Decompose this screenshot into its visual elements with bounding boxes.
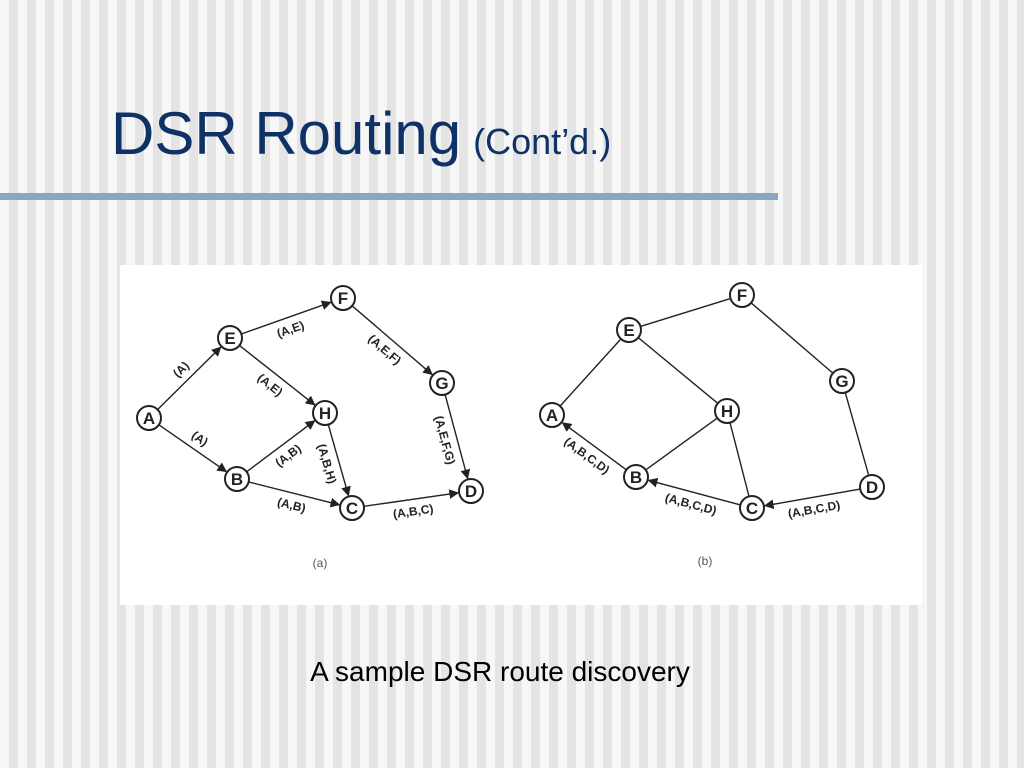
diagram-b-edge-label-d-c: (A,B,C,D) <box>787 498 841 521</box>
diagram-a-node-label: G <box>435 374 448 393</box>
diagram-a-edge-label-e-f: (A,E) <box>275 318 306 341</box>
diagram-b-edge-h-c <box>729 422 750 496</box>
diagram-b-node-label: G <box>835 372 848 391</box>
diagram-b-node-label: A <box>546 406 558 425</box>
diagram-b-edge-c-b <box>647 477 741 506</box>
diagram-b-edge-label-c-b: (A,B,C,D) <box>664 491 719 518</box>
diagram-a-label: (a) <box>313 556 328 570</box>
diagram-a-node-d: D <box>458 478 484 504</box>
slide-title: DSR Routing(Cont’d.) <box>111 104 611 164</box>
diagram-a-node-c: C <box>339 495 365 521</box>
diagram-a-edge-label-f-g: (A,E,F) <box>365 332 403 368</box>
diagram-a-edge-label-a-b: (A) <box>189 428 211 449</box>
diagram-a-edge-b-h <box>246 420 316 473</box>
diagram-b-node-label: H <box>721 402 733 421</box>
diagram-b-edge-b-a <box>561 422 627 471</box>
diagram-a-node-label: F <box>338 289 348 308</box>
diagram-a-node-label: A <box>143 409 155 428</box>
diagram-b-edge-h-b <box>646 417 718 470</box>
diagram-a-node-label: D <box>465 482 477 501</box>
diagram-b-node-label: F <box>737 286 747 305</box>
diagram-a-edge-f-g <box>351 305 433 376</box>
diagram-b-edge-e-f <box>640 298 730 328</box>
diagram-a-edge-e-f <box>241 300 332 335</box>
title-sub: (Cont’d.) <box>473 121 612 162</box>
diagram-b-edge-g-d <box>844 392 870 475</box>
diagram-a-node-label: E <box>224 329 235 348</box>
diagram-a-node-e: E <box>217 325 243 351</box>
diagram-a-edge-a-e <box>157 346 222 411</box>
diagram-b-node-label: C <box>746 499 758 518</box>
diagram-a-edge-e-h <box>238 344 316 406</box>
diagram-b-node-e: E <box>616 317 642 343</box>
diagram-a-edge-label-a-e: (A) <box>170 359 192 381</box>
diagram-b-node-f: F <box>729 282 755 308</box>
diagram-b-node-a: A <box>539 402 565 428</box>
route-discovery-figure: (A)(A)(A,E)(A,E)(A,B)(A,B)(A,E,F)(A,B,H)… <box>120 265 922 605</box>
diagram-a-edge-h-c <box>327 424 351 497</box>
diagram-b-node-g: G <box>829 368 855 394</box>
diagram-a-edge-label-b-c: (A,B) <box>276 495 307 516</box>
diagram-b-node-label: D <box>866 478 878 497</box>
diagram-a-node-label: B <box>231 470 243 489</box>
diagram-b-edge-d-c <box>763 488 861 510</box>
diagram-a-node-f: F <box>330 285 356 311</box>
diagram-a-edge-c-d <box>363 489 460 507</box>
diagram-b-edge-a-e <box>559 339 621 407</box>
title-underline <box>0 193 778 200</box>
diagram-b-node-d: D <box>859 474 885 500</box>
diagram-a-edge-label-c-d: (A,B,C) <box>392 502 434 522</box>
diagram-b-label: (b) <box>698 554 713 568</box>
diagram-a-node-b: B <box>224 466 250 492</box>
diagram-a-edge-b-c <box>248 481 341 508</box>
diagram-a-edge-label-e-h: (A,E) <box>255 371 286 399</box>
route-discovery-diagram: (A)(A)(A,E)(A,E)(A,B)(A,B)(A,E,F)(A,B,H)… <box>136 282 885 570</box>
diagram-b-node-label: B <box>630 468 642 487</box>
diagram-a-node-a: A <box>136 405 162 431</box>
caption-text: A sample DSR route discovery <box>310 656 690 687</box>
diagram-b-node-h: H <box>714 398 740 424</box>
diagram-b-node-label: E <box>623 321 634 340</box>
diagram-a-node-g: G <box>429 370 455 396</box>
diagram-a-edge-a-b <box>158 424 228 473</box>
title-main: DSR Routing <box>111 100 462 167</box>
diagram-a-node-h: H <box>312 400 338 426</box>
diagram-a-edge-label-g-d: (A,E,F,G) <box>432 414 458 466</box>
diagram-a-edge-label-b-h: (A,B) <box>273 441 304 469</box>
diagram-b-node-c: C <box>739 495 765 521</box>
diagram-a-edge-g-d <box>444 394 471 480</box>
diagram-a-node-label: C <box>346 499 358 518</box>
diagram-b-node-b: B <box>623 464 649 490</box>
diagram-b-edge-e-h <box>637 337 718 404</box>
figure-caption: A sample DSR route discovery <box>0 656 1000 688</box>
diagram-a-node-label: H <box>319 404 331 423</box>
diagram-b-edge-f-g <box>750 302 833 374</box>
